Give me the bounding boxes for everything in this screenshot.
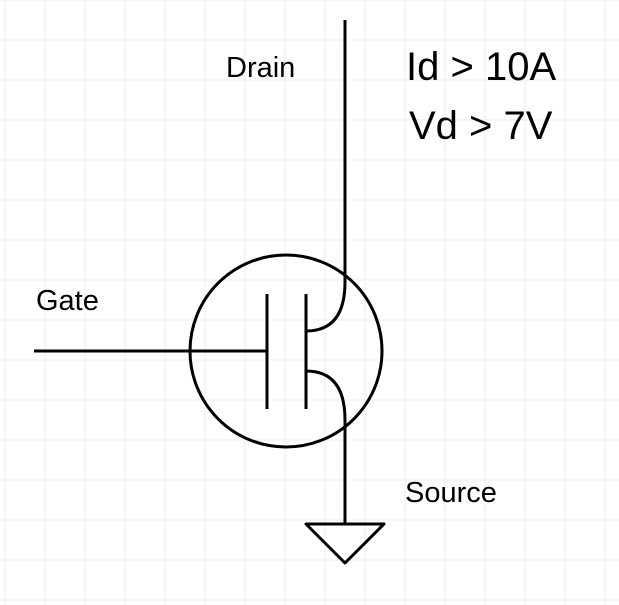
source-label: Source	[405, 477, 497, 509]
ground-symbol	[304, 522, 386, 565]
drain-label: Drain	[226, 52, 295, 84]
drain-current-spec: Id > 10A	[406, 45, 556, 89]
drain-lead	[305, 20, 347, 333]
drain-voltage-spec: Vd > 7V	[409, 104, 553, 148]
gate-label: Gate	[36, 285, 99, 317]
source-lead	[305, 369, 347, 524]
